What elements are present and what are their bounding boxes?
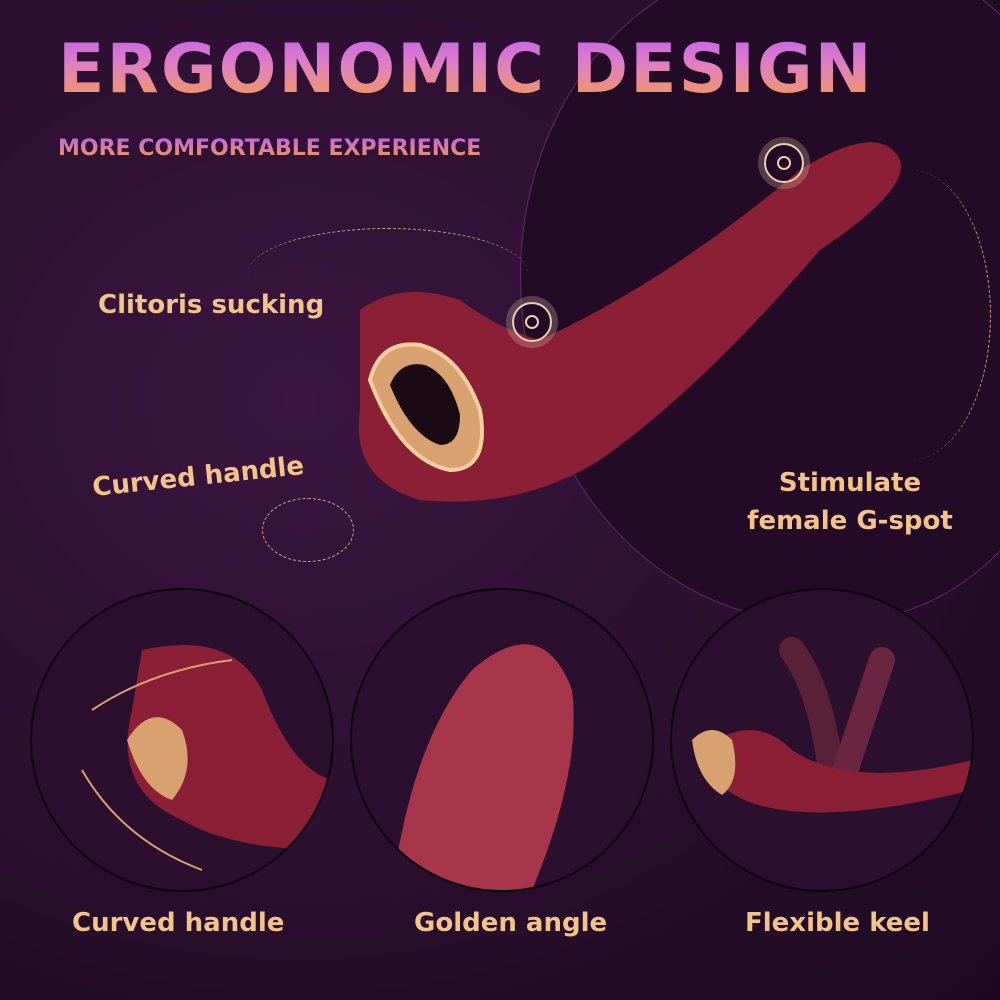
callout-gspot: Stimulate female G-spot — [735, 464, 965, 540]
panel-flexible-keel — [670, 588, 974, 892]
panel-image — [692, 637, 972, 813]
callout-line — [830, 170, 991, 460]
panel-image — [392, 644, 574, 890]
page-subtitle: MORE COMFORTABLE EXPERIENCE — [58, 136, 482, 161]
callout-ring — [262, 498, 354, 562]
product-image — [358, 142, 901, 502]
page-title: ERGONOMIC DESIGN — [58, 30, 874, 109]
panel-image — [81, 645, 332, 871]
vibration-icon — [764, 143, 804, 183]
panel-label-golden-angle: Golden angle — [414, 908, 608, 938]
vibration-icon — [512, 302, 552, 342]
panel-label-curved-handle: Curved handle — [72, 908, 285, 938]
callout-gspot-text: Stimulate female G-spot — [747, 468, 953, 536]
panel-curved-handle — [30, 588, 334, 892]
panel-label-flexible-keel: Flexible keel — [745, 908, 930, 938]
callout-suction: Clitoris sucking — [98, 290, 325, 320]
panel-golden-angle — [350, 588, 654, 892]
callout-line — [248, 228, 528, 319]
